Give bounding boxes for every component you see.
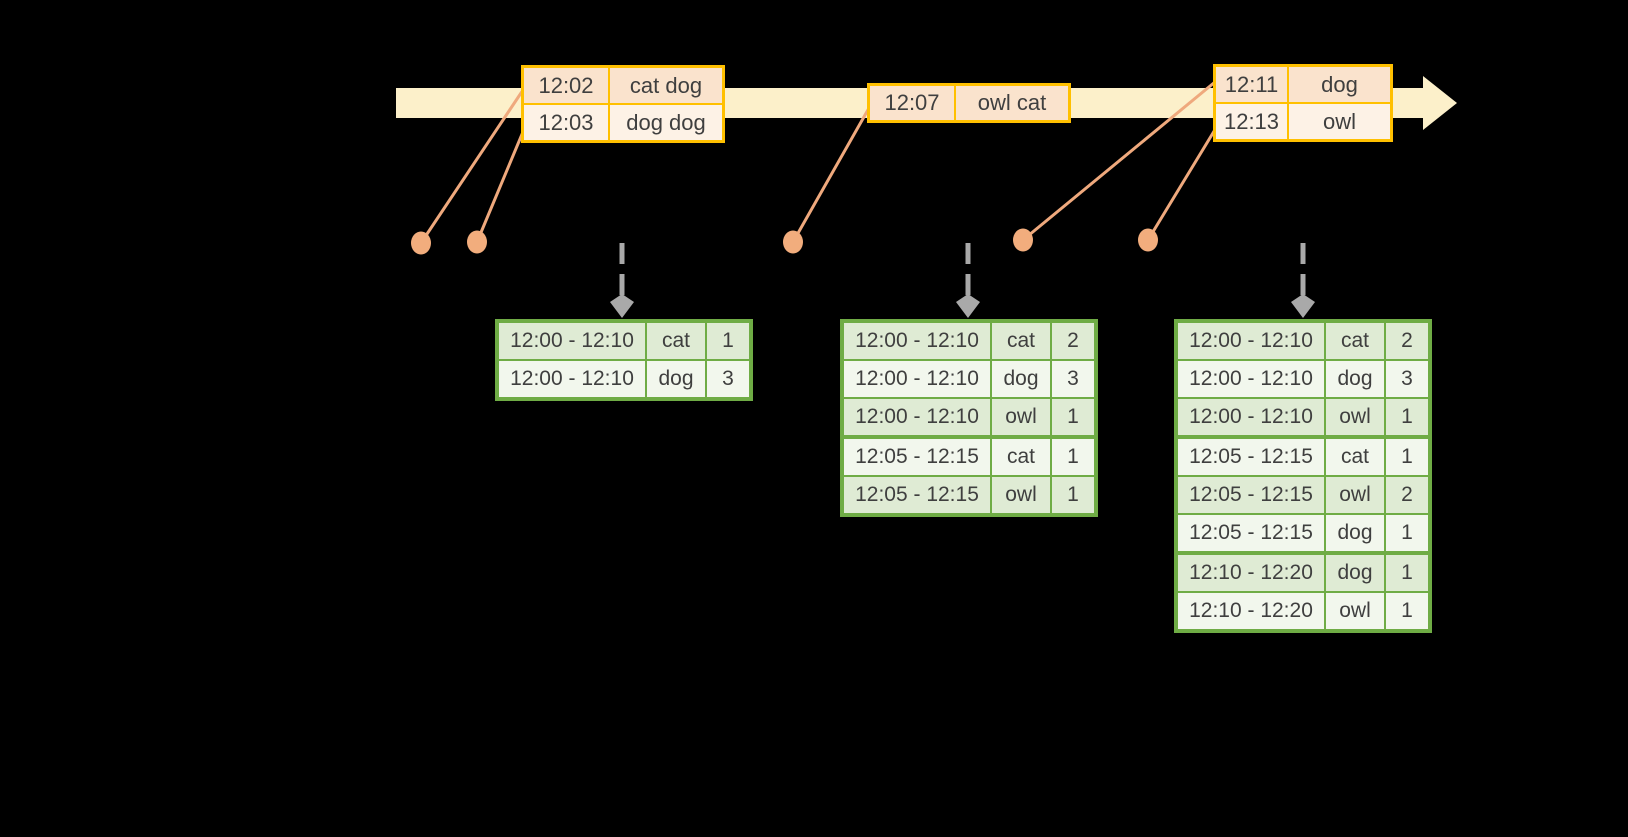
event-words-cell: owl cat (956, 86, 1068, 120)
event-dot (1013, 228, 1033, 252)
result-row: 12:00 - 12:10 dog 3 (499, 361, 749, 397)
count-cell: 1 (1052, 439, 1094, 475)
count-cell: 1 (1386, 555, 1428, 591)
result-row: 12:10 - 12:20 dog 1 (1178, 555, 1428, 591)
count-cell: 1 (1386, 399, 1428, 435)
event-connector-line (1021, 80, 1217, 242)
event-time-cell: 12:13 (1216, 104, 1287, 139)
window-cell: 12:10 - 12:20 (1178, 555, 1324, 591)
result-row: 12:05 - 12:15 owl 2 (1178, 477, 1428, 513)
word-cell: dog (1326, 361, 1384, 397)
count-cell: 1 (1386, 593, 1428, 629)
result-row: 12:00 - 12:10 cat 2 (844, 323, 1094, 359)
window-cell: 12:05 - 12:15 (1178, 477, 1324, 513)
word-cell: owl (992, 399, 1050, 435)
event-words-cell: dog dog (610, 105, 722, 140)
word-cell: cat (647, 323, 705, 359)
count-cell: 3 (707, 361, 749, 397)
window-cell: 12:05 - 12:15 (1178, 439, 1324, 475)
result-table-3: 12:00 - 12:10 cat 2 12:00 - 12:10 dog 3 … (1174, 319, 1432, 633)
result-table-2: 12:00 - 12:10 cat 2 12:00 - 12:10 dog 3 … (840, 319, 1098, 517)
word-cell: cat (992, 439, 1050, 475)
event-time-cell: 12:07 (870, 86, 954, 120)
event-row: 12:11 dog (1216, 67, 1390, 102)
timeline-arrowhead-icon (1423, 76, 1457, 130)
window-cell: 12:05 - 12:15 (844, 439, 990, 475)
result-row: 12:00 - 12:10 cat 1 (499, 323, 749, 359)
result-row: 12:05 - 12:15 cat 1 (1178, 439, 1428, 475)
event-row: 12:03 dog dog (524, 105, 722, 140)
count-cell: 2 (1386, 477, 1428, 513)
word-cell: owl (992, 477, 1050, 513)
event-words-cell: owl (1289, 104, 1390, 139)
event-table-3: 12:11 dog 12:13 owl (1213, 64, 1393, 142)
event-words-cell: cat dog (610, 68, 722, 103)
window-cell: 12:00 - 12:10 (844, 399, 990, 435)
trigger-arrowhead-icon (1291, 294, 1315, 318)
event-time-cell: 12:02 (524, 68, 608, 103)
result-row: 12:05 - 12:15 cat 1 (844, 439, 1094, 475)
window-cell: 12:00 - 12:10 (844, 323, 990, 359)
window-cell: 12:00 - 12:10 (1178, 399, 1324, 435)
count-cell: 1 (1386, 515, 1428, 551)
word-cell: dog (992, 361, 1050, 397)
event-connector-line (791, 106, 871, 244)
result-row: 12:05 - 12:15 owl 1 (844, 477, 1094, 513)
word-cell: dog (1326, 555, 1384, 591)
event-words-cell: dog (1289, 67, 1390, 102)
event-table-2: 12:07 owl cat (867, 83, 1071, 123)
word-cell: cat (1326, 323, 1384, 359)
word-cell: dog (1326, 515, 1384, 551)
event-dot (783, 230, 803, 254)
word-cell: cat (992, 323, 1050, 359)
word-cell: dog (647, 361, 705, 397)
word-cell: cat (1326, 439, 1384, 475)
trigger-arrowhead-icon (610, 294, 634, 318)
result-row: 12:00 - 12:10 owl 1 (844, 399, 1094, 435)
result-row: 12:00 - 12:10 dog 3 (1178, 361, 1428, 397)
word-cell: owl (1326, 399, 1384, 435)
event-connector-line (419, 88, 525, 245)
event-connector-line (475, 125, 527, 244)
result-table-1: 12:00 - 12:10 cat 1 12:00 - 12:10 dog 3 (495, 319, 753, 401)
event-row: 12:02 cat dog (524, 68, 722, 103)
window-cell: 12:00 - 12:10 (499, 323, 645, 359)
trigger-arrowhead-icon (956, 294, 980, 318)
word-cell: owl (1326, 593, 1384, 629)
window-cell: 12:00 - 12:10 (499, 361, 645, 397)
window-cell: 12:10 - 12:20 (1178, 593, 1324, 629)
event-dot (467, 230, 487, 254)
window-cell: 12:05 - 12:15 (1178, 515, 1324, 551)
count-cell: 3 (1052, 361, 1094, 397)
count-cell: 1 (1052, 477, 1094, 513)
count-cell: 2 (1052, 323, 1094, 359)
window-cell: 12:00 - 12:10 (1178, 323, 1324, 359)
event-row: 12:07 owl cat (870, 86, 1068, 120)
window-cell: 12:00 - 12:10 (1178, 361, 1324, 397)
count-cell: 1 (1386, 439, 1428, 475)
count-cell: 1 (707, 323, 749, 359)
result-row: 12:10 - 12:20 owl 1 (1178, 593, 1428, 629)
event-dot (1138, 228, 1158, 252)
event-connector-line (1146, 126, 1218, 242)
event-time-cell: 12:03 (524, 105, 608, 140)
event-row: 12:13 owl (1216, 104, 1390, 139)
count-cell: 1 (1052, 399, 1094, 435)
event-time-cell: 12:11 (1216, 67, 1287, 102)
event-table-1: 12:02 cat dog 12:03 dog dog (521, 65, 725, 143)
window-cell: 12:00 - 12:10 (844, 361, 990, 397)
word-cell: owl (1326, 477, 1384, 513)
result-row: 12:00 - 12:10 cat 2 (1178, 323, 1428, 359)
result-row: 12:00 - 12:10 owl 1 (1178, 399, 1428, 435)
count-cell: 3 (1386, 361, 1428, 397)
event-dot (411, 231, 431, 255)
window-cell: 12:05 - 12:15 (844, 477, 990, 513)
result-row: 12:05 - 12:15 dog 1 (1178, 515, 1428, 551)
result-row: 12:00 - 12:10 dog 3 (844, 361, 1094, 397)
count-cell: 2 (1386, 323, 1428, 359)
